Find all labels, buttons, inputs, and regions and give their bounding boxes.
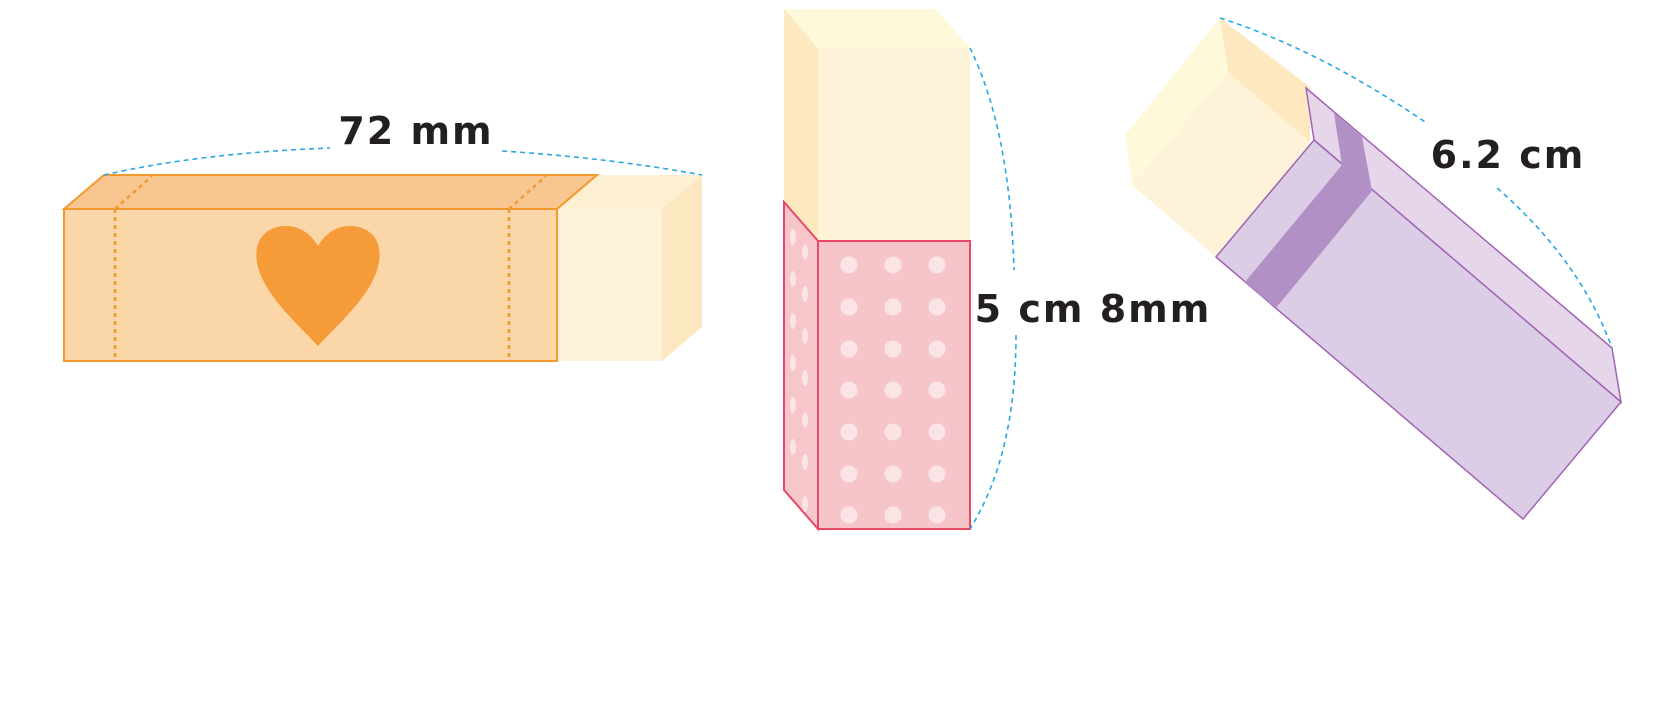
eraser-1-measure-arc-left	[103, 147, 331, 176]
eraser-2-rubber-left	[784, 9, 818, 241]
eraser-1	[61, 174, 702, 362]
eraser-3-rubber-top	[1125, 18, 1228, 185]
eraser-1-fold-left-top	[114, 175, 153, 210]
eraser-1-sleeve-top	[61, 174, 600, 210]
eraser-2-measure-arc-top	[969, 47, 1015, 271]
eraser-2	[783, 9, 971, 532]
eraser-3-length-label: 6.2 cm	[1431, 133, 1586, 177]
eraser-2-rubber-front	[818, 48, 970, 241]
eraser-2-dots	[840, 256, 946, 524]
eraser-3-measure-arc-top	[1219, 17, 1429, 125]
eraser-1-length-label: 72 mm	[338, 109, 493, 153]
eraser-2-sleeve-left	[783, 199, 819, 532]
eraser-1-rubber-top	[557, 175, 702, 209]
eraser-1-rubber-side	[662, 175, 702, 361]
eraser-3-rubber-front	[1132, 72, 1310, 257]
eraser-3	[1125, 18, 1623, 521]
eraser-3-measure-arc-bottom	[1496, 187, 1613, 349]
eraser-3-band-top	[1334, 113, 1372, 191]
eraser-2-length-label: 5 cm 8mm	[975, 287, 1212, 331]
eraser-1-measure-arc-right	[501, 150, 703, 176]
heart-icon	[256, 226, 380, 346]
eraser-3-band-front	[1245, 165, 1372, 308]
eraser-3-rubber-side	[1220, 18, 1310, 142]
eraser-2-measure-arc-bottom	[969, 334, 1017, 530]
eraser-2-side-dots	[790, 229, 808, 512]
eraser-1-rubber-front	[557, 209, 662, 361]
eraser-2-rubber-top	[784, 9, 970, 48]
eraser-1-fold-right-top	[508, 175, 547, 210]
